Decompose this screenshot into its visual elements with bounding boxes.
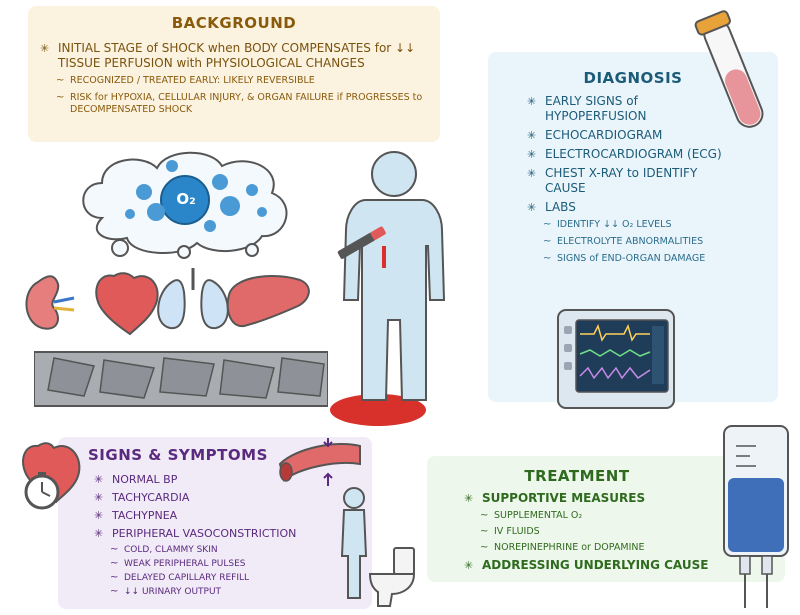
treatment-heading: TREATMENT xyxy=(524,467,630,485)
supportive-sub-item: NOREPINEPHRINE or DOPAMINE xyxy=(464,542,724,554)
diagnosis-item: LABS xyxy=(527,200,727,215)
vasoconstriction-sub-item: WEAK PERIPHERAL PULSES xyxy=(94,558,334,570)
sign-item: NORMAL BP xyxy=(94,472,334,487)
labs-sub-item: ELECTROLYTE ABNORMALITIES xyxy=(527,236,727,248)
vasoconstriction-sub-item: COLD, CLAMMY SKIN xyxy=(94,544,334,556)
oxygen-label: O₂ xyxy=(176,190,196,208)
diagnosis-list: EARLY SIGNS of HYPOPERFUSION ECHOCARDIOG… xyxy=(527,94,727,270)
blood-vessel-icon xyxy=(34,351,328,407)
vasoconstriction-sub-item: DELAYED CAPILLARY REFILL xyxy=(94,572,334,584)
iv-fluid-bag-icon xyxy=(723,425,789,608)
background-heading: BACKGROUND xyxy=(171,14,297,32)
signs-symptoms-heading: SIGNS & SYMPTOMS xyxy=(88,446,268,464)
background-sub-item: RISK for HYPOXIA, CELLULAR INJURY, & ORG… xyxy=(40,92,432,116)
sign-item: TACHYPNEA xyxy=(94,508,334,523)
treatment-list: SUPPORTIVE MEASURES SUPPLEMENTAL O₂ IV F… xyxy=(464,491,724,577)
oxygen-cloud-icon xyxy=(82,151,288,259)
signs-symptoms-list: NORMAL BP TACHYCARDIA TACHYPNEA PERIPHER… xyxy=(94,472,334,600)
sign-item: TACHYCARDIA xyxy=(94,490,334,505)
diagnosis-item: ECHOCARDIOGRAM xyxy=(527,128,727,143)
vital-signs-monitor-icon xyxy=(557,309,675,409)
background-sub-item: RECOGNIZED / TREATED EARLY: LIKELY REVER… xyxy=(40,75,432,87)
supportive-sub-item: IV FLUIDS xyxy=(464,526,724,538)
labs-sub-item: SIGNS of END-ORGAN DAMAGE xyxy=(527,253,727,265)
treatment-item: SUPPORTIVE MEASURES xyxy=(464,491,724,506)
patient-figure-icon xyxy=(330,151,446,426)
diagnosis-item: CHEST X-RAY to IDENTIFY CAUSE xyxy=(527,166,727,196)
tachycardia-heart-icon xyxy=(22,442,81,510)
background-list: INITIAL STAGE of SHOCK when BODY COMPENS… xyxy=(40,41,432,121)
diagnosis-heading: DIAGNOSIS xyxy=(583,69,683,87)
labs-sub-item: IDENTIFY ↓↓ O₂ LEVELS xyxy=(527,219,727,231)
supportive-sub-item: SUPPLEMENTAL O₂ xyxy=(464,510,724,522)
treatment-item: ADDRESSING UNDERLYING CAUSE xyxy=(464,558,724,573)
vasoconstriction-vessel-icon xyxy=(278,438,361,486)
test-tube-icon xyxy=(694,10,764,128)
background-main-item: INITIAL STAGE of SHOCK when BODY COMPENS… xyxy=(40,41,432,71)
sign-item: PERIPHERAL VASOCONSTRICTION xyxy=(94,526,334,541)
diagnosis-item: ELECTROCARDIOGRAM (ECG) xyxy=(527,147,727,162)
urinary-output-icon xyxy=(340,487,416,607)
diagnosis-item: EARLY SIGNS of HYPOPERFUSION xyxy=(527,94,727,124)
organs-icon xyxy=(25,268,310,336)
vasoconstriction-sub-item: ↓↓ URINARY OUTPUT xyxy=(94,586,334,598)
background-panel xyxy=(28,6,440,142)
